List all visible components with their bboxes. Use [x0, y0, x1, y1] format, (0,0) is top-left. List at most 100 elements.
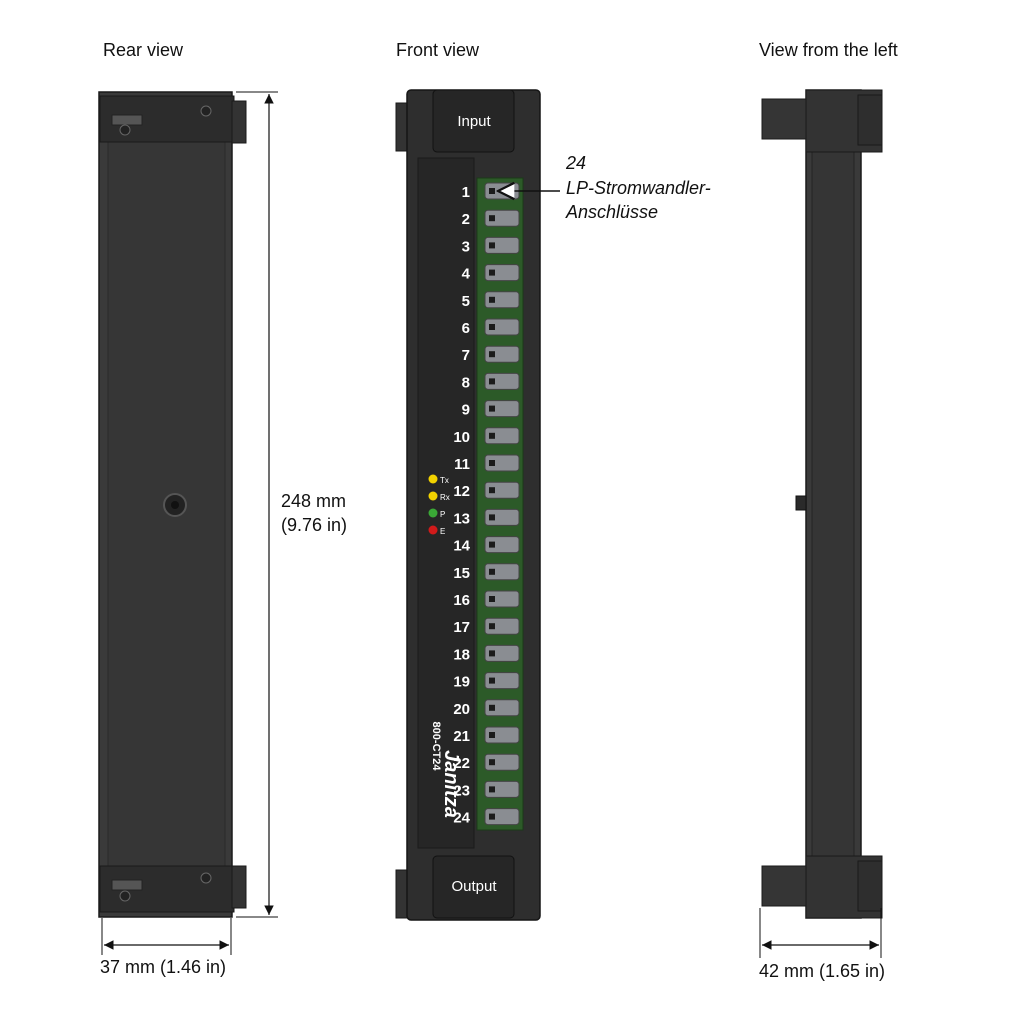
terminal-slot [484, 481, 520, 499]
terminal-slot [484, 536, 520, 554]
led-tx [428, 474, 438, 484]
port-number: 22 [453, 755, 470, 772]
led-label: E [440, 527, 445, 536]
terminal-hole [489, 188, 495, 194]
terminal-slot [484, 808, 520, 826]
height-dimension [236, 91, 278, 918]
port-number: 14 [453, 538, 470, 555]
terminal-hole [489, 650, 495, 657]
terminal-hole [489, 487, 495, 494]
brand-logo: Janitza [440, 750, 462, 818]
port-number: 23 [453, 782, 470, 799]
callout-line-1: LP-Stromwandler- [566, 178, 711, 198]
terminal-hole [489, 215, 495, 222]
terminal-hole [489, 378, 495, 385]
led-label: Rx [440, 493, 450, 502]
terminal-slot [484, 427, 520, 445]
led-label: Tx [440, 476, 449, 485]
terminal-slot [484, 699, 520, 717]
port-number: 7 [462, 347, 470, 364]
terminal-hole [489, 351, 495, 358]
callout-count: 24 [565, 153, 586, 173]
port-number: 9 [462, 402, 470, 419]
rear-width-dimension [101, 918, 232, 955]
height-mm-label: 248 mm [281, 491, 346, 511]
port-number: 18 [453, 646, 470, 663]
terminal-hole [489, 514, 495, 521]
led-e [428, 525, 438, 535]
terminal-hole [489, 405, 495, 412]
port-number: 13 [453, 510, 470, 527]
led-p [428, 508, 438, 518]
terminal-slot [484, 291, 520, 309]
terminal-hole [489, 704, 495, 711]
port-number: 6 [462, 320, 470, 337]
port-number: 11 [454, 456, 470, 473]
left-width-label: 42 mm (1.65 in) [759, 961, 885, 981]
port-number: 3 [462, 238, 470, 255]
port-number: 21 [453, 728, 470, 745]
terminal-hole [489, 813, 495, 820]
height-in-label: (9.76 in) [281, 515, 347, 535]
terminal-hole [489, 432, 495, 439]
rear-width-label: 37 mm (1.46 in) [100, 957, 226, 977]
terminal-slot [484, 780, 520, 798]
port-number: 20 [453, 701, 470, 718]
terminal-hole [489, 732, 495, 738]
left-width-dimension [759, 908, 882, 958]
terminal-hole [489, 759, 495, 766]
port-number: 19 [453, 674, 470, 691]
port-number: 1 [462, 184, 470, 201]
terminal-slot [484, 617, 520, 635]
terminal-slot [484, 508, 520, 526]
terminal-hole [489, 324, 495, 330]
terminal-hole [489, 568, 495, 575]
terminal-slot [484, 753, 520, 771]
terminal-slot [484, 236, 520, 254]
terminal-hole [489, 596, 495, 602]
front-view: 123456789101112131415161718192021222324 … [395, 89, 541, 921]
output-label: Output [451, 878, 497, 895]
port-number: 2 [462, 211, 470, 228]
terminal-slot [484, 264, 520, 282]
terminal-slot [484, 209, 520, 227]
terminal-hole [489, 269, 495, 276]
led-label: P [440, 510, 445, 519]
terminal-hole [489, 786, 495, 793]
port-number: 4 [462, 266, 471, 283]
terminal-slot [484, 644, 520, 662]
model-label: 800-CT24 [430, 722, 442, 772]
rear-view [98, 91, 247, 918]
input-label: Input [457, 113, 491, 130]
port-number: 24 [453, 810, 470, 827]
terminal-slot [484, 400, 520, 418]
terminal-hole [489, 541, 495, 548]
rear-view-title: Rear view [103, 40, 184, 60]
port-number: 16 [453, 592, 470, 609]
port-number: 5 [462, 293, 470, 310]
terminal-slot [484, 590, 520, 608]
port-number: 8 [462, 374, 470, 391]
port-number: 12 [453, 483, 470, 500]
terminal-slot [484, 318, 520, 336]
callout-line-2: Anschlüsse [565, 202, 658, 222]
front-view-title: Front view [396, 40, 480, 60]
terminal-hole [489, 242, 495, 249]
terminal-slot [484, 672, 520, 690]
terminal-slot [484, 726, 520, 744]
terminal-strip [484, 182, 520, 826]
terminal-slot [484, 372, 520, 390]
terminal-slot [484, 454, 520, 472]
terminal-hole [489, 296, 495, 303]
terminal-slot [484, 345, 520, 363]
terminal-slot [484, 563, 520, 581]
led-rx [428, 491, 438, 501]
terminal-hole [489, 623, 495, 630]
terminal-hole [489, 677, 495, 684]
left-view-title: View from the left [759, 40, 898, 60]
terminal-hole [489, 460, 495, 466]
port-number: 10 [453, 429, 470, 446]
